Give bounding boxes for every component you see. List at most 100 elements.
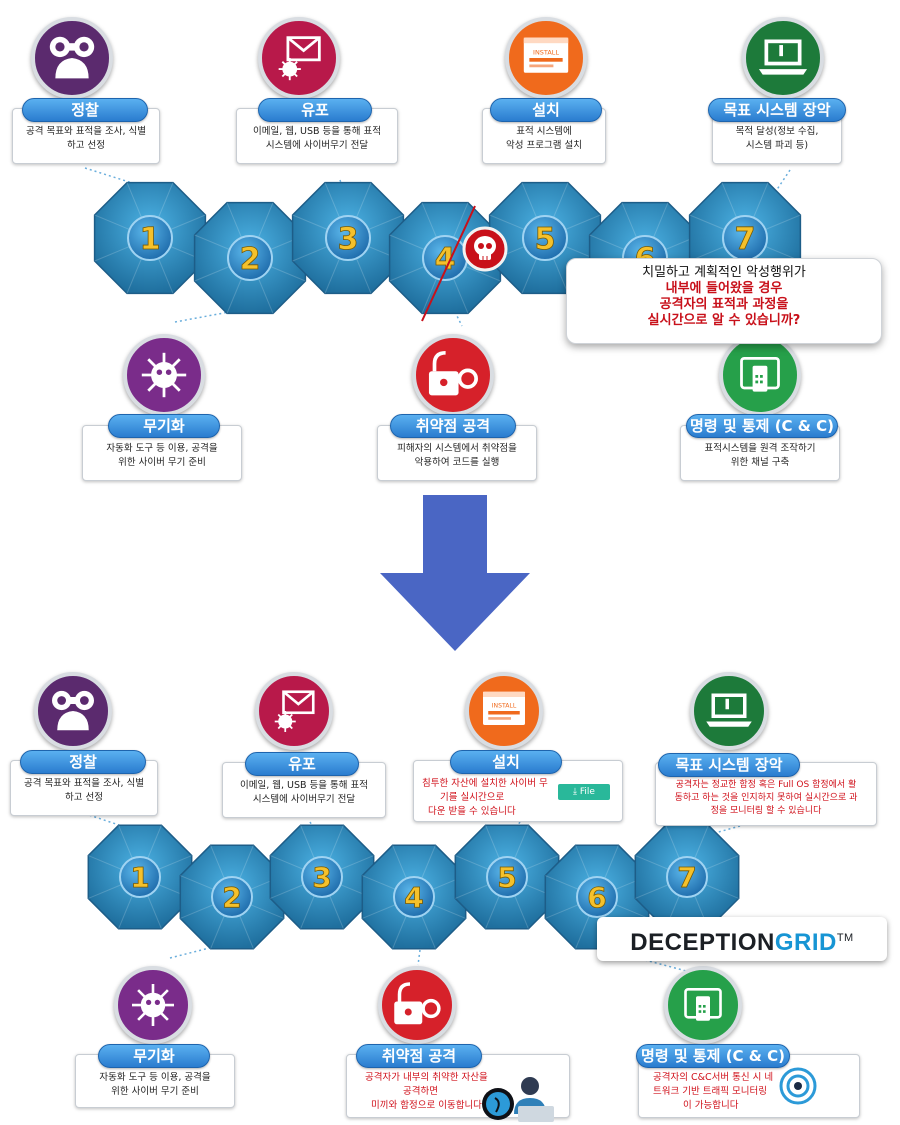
question-callout: 치밀하고 계획적인 악성행위가 내부에 들어왔을 경우 공격자의 표적과 과정을… — [566, 258, 882, 344]
delivery-desc-line: 시스템에 사이버무기 전달 — [252, 794, 356, 805]
exploit-desc-line: 피해자의 시스템에서 취약점을 — [397, 443, 517, 454]
stage-number: 7 — [677, 861, 696, 894]
objectives-desc-line: 정을 모니터링 할 수 있습니다 — [710, 806, 822, 816]
stage-number: 3 — [338, 222, 359, 257]
recon-desc-line: 하고 선정 — [65, 792, 103, 803]
callout-line-2: 내부에 들어왔을 경우 — [665, 281, 783, 296]
install-desc-line: 악성 프로그램 설치 — [506, 140, 582, 151]
callout-line-4: 실시간으로 알 수 있습니까? — [647, 313, 801, 328]
virus-icon — [123, 334, 205, 416]
c2-desc-line: 위한 채널 구축 — [730, 457, 790, 468]
laptop-control-icon — [690, 672, 768, 750]
remote-phone-icon — [664, 966, 742, 1044]
weaponize-desc-line: 자동화 도구 등 이용, 공격을 — [99, 1072, 211, 1083]
weaponize-desc-line: 위한 사이버 무기 준비 — [111, 1086, 199, 1097]
exploit-desc-line: 미끼와 함정으로 이동합니다 — [371, 1100, 482, 1111]
stage-label-install: 설치 — [450, 750, 562, 774]
stage-number-badge — [127, 215, 173, 261]
install-icon-text: INSTALL — [533, 48, 559, 56]
exploit-desc-line: 악용하여 코드를 실행 — [414, 457, 500, 468]
download-icon: ⤓ — [573, 787, 578, 797]
exploit-desc-line: 공격하면 — [403, 1086, 438, 1097]
envelope-virus-icon — [255, 672, 333, 750]
stage-number: 3 — [312, 861, 331, 894]
stage-number: 4 — [404, 881, 423, 914]
recon-desc-line: 공격 목표와 표적을 조사, 식별 — [24, 778, 144, 789]
c2-desc-line: 이 가능합니다 — [683, 1100, 739, 1111]
logo-tm: TM — [836, 932, 854, 944]
binoculars-icon — [31, 17, 113, 99]
delivery-desc-line: 시스템에 사이버무기 전달 — [265, 140, 369, 151]
file-download-button[interactable]: ⤓ File — [558, 784, 610, 800]
stage-label-delivery: 유포 — [245, 752, 359, 776]
stage-number: 5 — [535, 222, 556, 257]
objectives-desc-line: 시스템 파괴 등) — [745, 140, 809, 151]
c2-desc-line: 표적시스템을 원격 조작하기 — [704, 443, 816, 454]
binoculars-icon — [34, 672, 112, 750]
stage-number-badge — [119, 856, 161, 898]
stage-number-badge — [576, 876, 618, 918]
bottom-stage-chain: 1 2 3 4 5 6 7 — [87, 824, 740, 950]
stage-number-badge — [211, 876, 253, 918]
install-window-icon: INSTALL — [505, 17, 587, 99]
delivery-desc-line: 이메일, 웹, USB 등을 통해 표적 — [239, 780, 369, 791]
weaponize-desc-line: 위한 사이버 무기 준비 — [118, 457, 206, 468]
install-desc-line: 침투한 자산에 설치한 사이버 무 — [422, 778, 548, 789]
stage-label-c2: 명령 및 통제 (C & C) — [636, 1044, 790, 1068]
stage-number-badge — [227, 235, 273, 281]
install-desc-line: 기를 실시간으로 — [440, 792, 505, 803]
stage-number: 2 — [222, 881, 241, 914]
stage-number: 7 — [735, 222, 756, 257]
install-icon-text: INSTALL — [492, 703, 517, 710]
stage-number: 1 — [140, 222, 161, 257]
objectives-desc-line: 동하고 하는 것을 인지하지 못하여 실시간으로 과 — [674, 793, 858, 803]
objectives-desc-line: 공격자는 정교한 함정 혹은 Full OS 함정에서 활 — [675, 780, 857, 790]
stage-number: 1 — [130, 861, 149, 894]
c2-desc-line: 트워크 기반 트래픽 모니터링 — [653, 1086, 767, 1097]
recon-desc-line: 하고 선정 — [67, 140, 105, 151]
broken-lock-key-icon — [378, 966, 456, 1044]
callout-line-1: 치밀하고 계획적인 악성행위가 — [642, 265, 806, 280]
stage-label-exploit: 취약점 공격 — [356, 1044, 482, 1068]
stage-number-badge — [486, 856, 528, 898]
recon-desc-line: 공격 목표와 표적을 조사, 식별 — [26, 126, 146, 137]
laptop-control-icon — [742, 17, 824, 99]
deceptiongrid-logo: DECEPTIONGRIDTM — [597, 917, 887, 961]
stage-label-recon: 정찰 — [20, 750, 146, 774]
stage-label-delivery: 유포 — [258, 98, 372, 122]
logo-text-deception: DECEPTION — [630, 929, 775, 956]
network-monitor-icon — [779, 1067, 817, 1105]
stage-number-badge — [325, 215, 371, 261]
install-desc-line: 표적 시스템에 — [516, 126, 572, 137]
stage-label-install: 설치 — [490, 98, 602, 122]
logo-text-grid: GRID — [774, 929, 837, 956]
stage-label-weaponize: 무기화 — [98, 1044, 210, 1068]
stage-number: 5 — [497, 861, 516, 894]
stage-label-objectives: 목표 시스템 장악 — [658, 753, 800, 777]
attacker-person-icon — [482, 1077, 554, 1122]
install-window-icon: INSTALL — [465, 672, 543, 750]
install-desc-line: 다운 받을 수 있습니다 — [428, 806, 516, 817]
exploit-desc-line: 공격자가 내부의 취약한 자산을 — [365, 1072, 488, 1083]
envelope-virus-icon — [258, 17, 340, 99]
broken-lock-key-icon — [412, 334, 494, 416]
stage-label-weaponize: 무기화 — [108, 414, 220, 438]
stage-number-badge — [393, 876, 435, 918]
stage-number: 2 — [240, 242, 261, 277]
stage-number: 6 — [587, 881, 606, 914]
stage-label-recon: 정찰 — [22, 98, 148, 122]
stage-label-c2: 명령 및 통제 (C & C) — [686, 414, 838, 438]
callout-line-3: 공격자의 표적과 과정을 — [659, 297, 789, 312]
file-button-label: File — [579, 787, 595, 797]
weaponize-desc-line: 자동화 도구 등 이용, 공격을 — [106, 443, 218, 454]
stage-label-exploit: 취약점 공격 — [390, 414, 516, 438]
down-arrow-icon — [380, 495, 530, 651]
stage-label-objectives: 목표 시스템 장악 — [708, 98, 846, 122]
virus-icon — [114, 966, 192, 1044]
stage-number-badge — [522, 215, 568, 261]
stage-number-badge — [666, 856, 708, 898]
c2-desc-line: 공격자의 C&C서버 통신 시 네 — [653, 1072, 774, 1083]
objectives-desc-line: 목적 달성(정보 수집, — [735, 126, 819, 137]
skull-icon — [462, 226, 508, 272]
